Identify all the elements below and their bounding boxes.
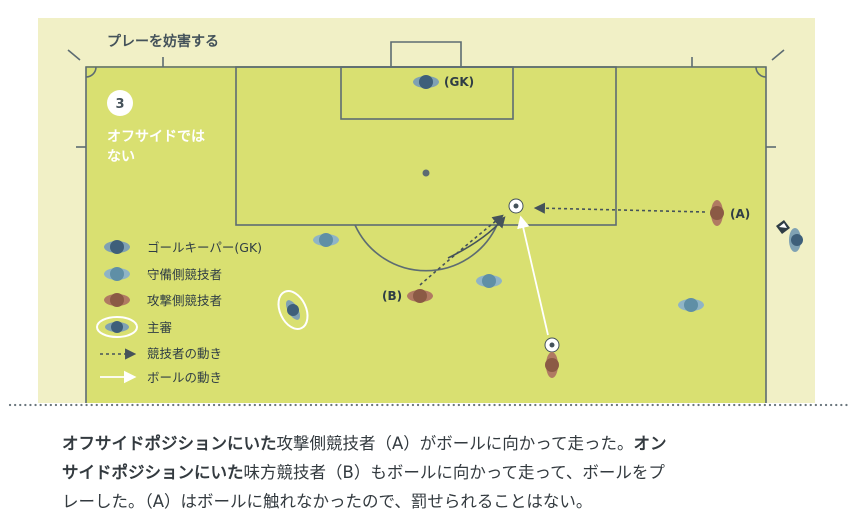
caption-line1-bold-a: オフサイドポジションにいた (62, 434, 277, 453)
defender-figure-icon (678, 298, 704, 312)
caption-line3: レーした。（A）はボールに触れなかったので、罰せられることはない。 (62, 487, 822, 516)
diagram-header: プレーを妨害する (107, 33, 219, 50)
caption-line2-text: 味方競技者（B）もボールに向かって走って、ボールをプ (243, 463, 665, 482)
attacker-a-figure-icon (710, 200, 724, 226)
player-a-run-arrow (533, 202, 706, 214)
goalkeeper-label: (GK) (444, 75, 474, 89)
goalkeeper-figure-icon (413, 75, 439, 89)
legend-referee-icon (96, 316, 138, 338)
penalty-spot (422, 169, 430, 177)
scenario-title-line2: ない (107, 149, 135, 165)
legend-player-movement-label: 競技者の動き (147, 346, 222, 361)
legend-attacker-icon (104, 293, 130, 307)
ball-icon (508, 198, 524, 214)
penalty-arc-run-arrow (447, 216, 506, 259)
caption: オフサイドポジションにいた攻撃側競技者（A）がボールに向かって走った。オン サイ… (62, 429, 822, 516)
caption-line2-bold: サイドポジションにいた (62, 463, 244, 482)
scenario-title-line1: オフサイドでは (107, 129, 205, 145)
attacker-b-figure-icon (407, 289, 433, 303)
ball-icon (544, 337, 560, 353)
legend-goalkeeper-icon (104, 240, 130, 254)
attacker-figure-icon (545, 352, 559, 378)
caption-line1-text: 攻撃側競技者（A）がボールに向かって走った。 (276, 434, 634, 453)
legend-attacker-label: 攻撃側競技者 (147, 293, 222, 308)
caption-line1: オフサイドポジションにいた攻撃側競技者（A）がボールに向かって走った。オン (62, 429, 822, 458)
player-a-label: (A) (730, 207, 750, 221)
offside-diagram: プレーを妨害する 3 オフサイドでは ない (GK) (A) (8, 18, 849, 407)
caption-line3-text: レーした。（A）はボールに触れなかったので、罰せられることはない。 (62, 492, 593, 511)
legend-ball-movement-label: ボールの動き (147, 370, 222, 385)
ball-pass-arrow (517, 215, 549, 336)
pitch (86, 66, 766, 403)
caption-line1-bold-b: オン (633, 434, 667, 453)
legend-referee-label: 主審 (147, 320, 173, 335)
referee-figure-icon (277, 290, 309, 330)
pitch-lines (67, 41, 785, 403)
player-b-label: (B) (382, 289, 402, 303)
assistant-referee-figure-icon (776, 220, 803, 252)
legend-goalkeeper-label: ゴールキーパー(GK) (147, 240, 262, 255)
legend-defender-icon (104, 267, 130, 281)
caption-line2: サイドポジションにいた味方競技者（B）もボールに向かって走って、ボールをプ (62, 458, 822, 487)
defender-figure-icon (313, 233, 339, 247)
scenario-number-badge (107, 90, 133, 116)
legend: ゴールキーパー(GK) 守備側競技者 攻撃側競技者 主審 競技者の動き ボールの… (96, 240, 262, 385)
scenario-number: 3 (115, 97, 124, 112)
legend-defender-label: 守備側競技者 (147, 267, 222, 282)
defender-figure-icon (476, 274, 502, 288)
